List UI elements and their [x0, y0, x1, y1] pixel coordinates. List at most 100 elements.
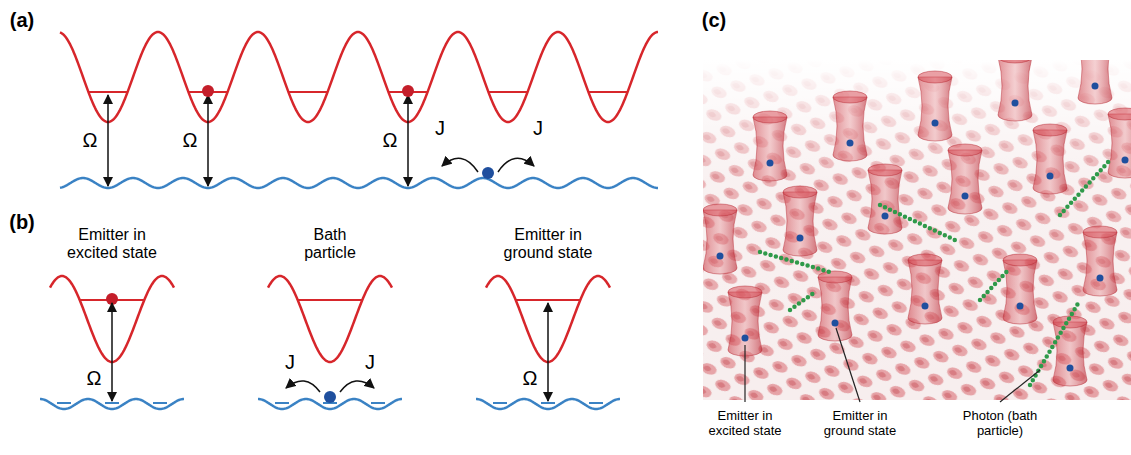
coupling-symbol: Ω — [87, 367, 102, 390]
excited-level — [88, 91, 127, 93]
emitter-trap — [998, 60, 1032, 121]
trap-tube — [1053, 322, 1087, 386]
trap-tube — [833, 97, 867, 161]
emitter-atom — [832, 320, 839, 327]
ground-level — [589, 402, 603, 404]
trap-top — [908, 254, 942, 266]
excited-level — [288, 91, 327, 93]
state-heading: Emitter in ground state — [493, 226, 603, 263]
emitter-trap — [1003, 254, 1037, 324]
panel-label: (b) — [9, 211, 35, 234]
emitter-trap — [753, 111, 787, 181]
emitter-atom — [1017, 303, 1024, 310]
hopping-arrow — [340, 381, 374, 392]
emitter-atom — [932, 120, 939, 127]
emitter-atom — [1047, 173, 1054, 180]
coupling-symbol: Ω — [523, 367, 538, 390]
state-heading: Emitter in excited state — [57, 226, 167, 263]
excited-level — [488, 91, 527, 93]
panel-label: (a) — [10, 9, 34, 32]
photon — [760, 252, 830, 272]
hopping-symbol: J — [285, 351, 295, 374]
hopping-arrow — [442, 158, 478, 172]
coupling-symbol: Ω — [183, 129, 198, 152]
coupling-arrow — [407, 95, 409, 186]
emitter-atom — [1097, 275, 1104, 282]
trap-top — [1108, 108, 1131, 120]
coupling-symbol: Ω — [383, 129, 398, 152]
bath-particle — [324, 391, 336, 403]
trap-top — [753, 111, 787, 123]
hopping-symbol: J — [533, 117, 543, 140]
ground-level — [541, 402, 555, 404]
hopping-arrow — [286, 381, 320, 392]
emitter-trap — [703, 204, 737, 274]
excited-level — [516, 299, 581, 301]
callout-label: Emitter in excited state — [698, 409, 793, 439]
trap-tube — [1033, 130, 1067, 194]
coupling-arrow — [547, 303, 549, 401]
trap-top — [1003, 254, 1037, 266]
emitter-atom — [797, 235, 804, 242]
coupling-symbol: Ω — [83, 129, 98, 152]
emitter-atom — [1067, 365, 1074, 372]
trap-top — [783, 186, 817, 198]
bath-particle — [482, 167, 494, 179]
deep-lattice — [60, 32, 658, 122]
hopping-arrow — [498, 158, 534, 172]
coupling-arrow — [111, 303, 113, 401]
emitter-atom — [922, 303, 929, 310]
ground-level — [105, 402, 119, 404]
trap-tube — [1108, 114, 1131, 178]
leader-line — [1000, 370, 1040, 402]
trap-top — [1033, 124, 1067, 136]
trap-top — [703, 204, 737, 216]
excited-level — [588, 91, 627, 93]
excited-emitter — [402, 85, 414, 97]
emitter-trap — [1053, 316, 1087, 386]
emitter-trap — [868, 164, 902, 234]
emitter-trap — [1083, 226, 1117, 296]
trap-top — [818, 271, 852, 283]
emitter-atom — [1122, 157, 1129, 164]
emitter-atom — [767, 160, 774, 167]
state-heading: Bath particle — [295, 226, 365, 263]
photon-tracks — [760, 160, 1110, 385]
trap-tube — [753, 117, 787, 181]
trap-tube — [908, 260, 942, 324]
photon — [880, 205, 955, 240]
leader-line — [744, 345, 745, 402]
emitter-trap — [908, 254, 942, 324]
trap-tube — [703, 210, 737, 274]
ground-level — [57, 402, 71, 404]
panel-a-lattice — [60, 32, 658, 188]
trap-top — [918, 71, 952, 83]
hopping-symbol: J — [365, 351, 375, 374]
trap-top — [1083, 226, 1117, 238]
panel-c-illustration — [703, 60, 1131, 400]
emitter-trap — [818, 271, 852, 341]
coupling-arrow — [207, 95, 209, 186]
photon — [1060, 160, 1110, 215]
trap-top — [728, 286, 762, 298]
emitter-trap — [833, 91, 867, 161]
shallow-lattice — [60, 178, 658, 188]
panel-label: (c) — [702, 9, 726, 32]
ground-level — [275, 402, 289, 404]
emitter-trap — [783, 186, 817, 256]
emitter-trap — [918, 71, 952, 141]
callout-label: Photon (bath particle) — [953, 409, 1048, 439]
trap-tube — [918, 77, 952, 141]
excited-emitter — [202, 85, 214, 97]
coupling-arrow — [107, 95, 109, 186]
emitter-trap — [1108, 108, 1131, 178]
trap-tube — [998, 60, 1032, 121]
ground-level — [153, 402, 167, 404]
photon — [790, 292, 815, 310]
emitter-tubes — [703, 60, 1131, 386]
trap-tube — [1083, 232, 1117, 296]
trap-tube — [1078, 60, 1112, 104]
trap-tube — [1003, 260, 1037, 324]
trap-tube — [868, 170, 902, 234]
